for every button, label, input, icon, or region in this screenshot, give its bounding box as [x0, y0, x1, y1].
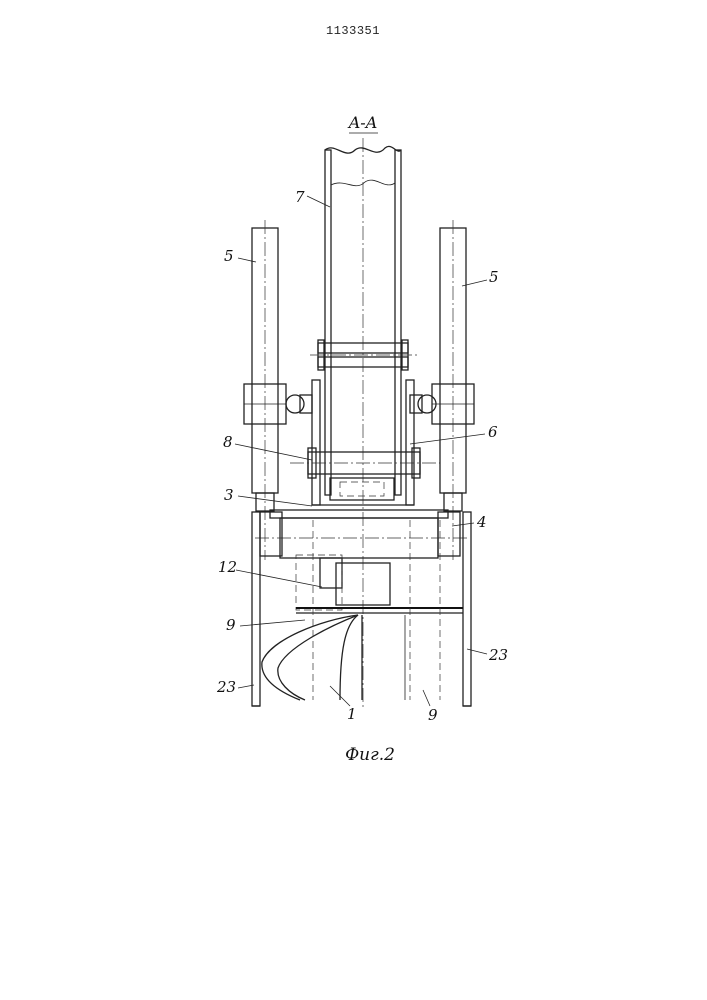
label-3: 3 [224, 486, 234, 504]
figure-caption: Фuг.2 [345, 745, 395, 765]
left-guide-post [244, 220, 312, 560]
label-23-left: 23 [216, 678, 236, 696]
label-6: 6 [488, 423, 498, 441]
label-23-right: 23 [488, 646, 508, 664]
label-1: 1 [347, 705, 357, 723]
label-5-right: 5 [489, 268, 499, 286]
label-9-bottom: 9 [428, 706, 438, 724]
label-5-left: 5 [224, 247, 234, 265]
drive-block [296, 555, 463, 613]
label-8: 8 [223, 433, 233, 451]
label-4: 4 [476, 513, 487, 531]
patent-number: 1133351 [326, 24, 380, 38]
label-12: 12 [218, 558, 237, 576]
cross-beam [255, 510, 470, 558]
label-7: 7 [295, 188, 305, 206]
section-label: A-A [347, 113, 378, 132]
axle-8 [290, 448, 440, 478]
label-9-left: 9 [226, 616, 236, 634]
column-clamp [310, 340, 420, 370]
leader-lines [235, 196, 487, 706]
auger [262, 520, 440, 700]
right-guide-post [410, 220, 474, 560]
